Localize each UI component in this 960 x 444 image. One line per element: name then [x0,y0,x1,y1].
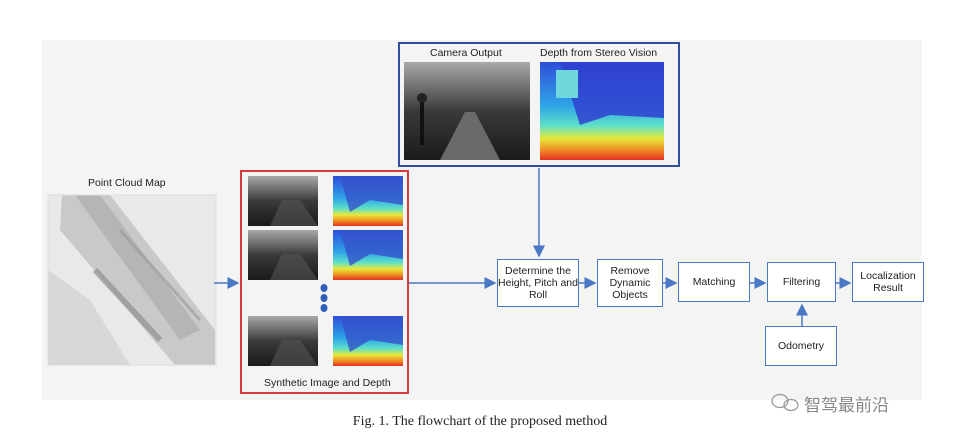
depth-title: Depth from Stereo Vision [540,47,658,59]
localization-result-box: Localization Result [852,262,924,302]
camera-depth-frame [398,42,680,167]
ellipsis-dots [320,284,328,312]
figure-caption: Fig. 1. The flowchart of the proposed me… [352,414,608,429]
camera-output-image [404,62,530,160]
synthetic-thumbnails [248,176,403,366]
watermark-text: 智驾最前沿 [804,396,889,416]
camera-output-title: Camera Output [430,47,502,59]
point-cloud-title: Point Cloud Map [88,177,166,189]
remove-dynamic-objects-box: Remove Dynamic Objects [597,259,663,307]
synthetic-title: Synthetic Image and Depth [264,377,391,389]
synthetic-frame [240,170,409,394]
determine-height-pitch-roll-box: Determine the Height, Pitch and Roll [497,259,579,307]
point-cloud-image [47,194,217,366]
depth-image [540,62,664,160]
filtering-box: Filtering [767,262,836,302]
wechat-icon [771,393,799,412]
odometry-box: Odometry [765,326,837,366]
matching-box: Matching [678,262,750,302]
